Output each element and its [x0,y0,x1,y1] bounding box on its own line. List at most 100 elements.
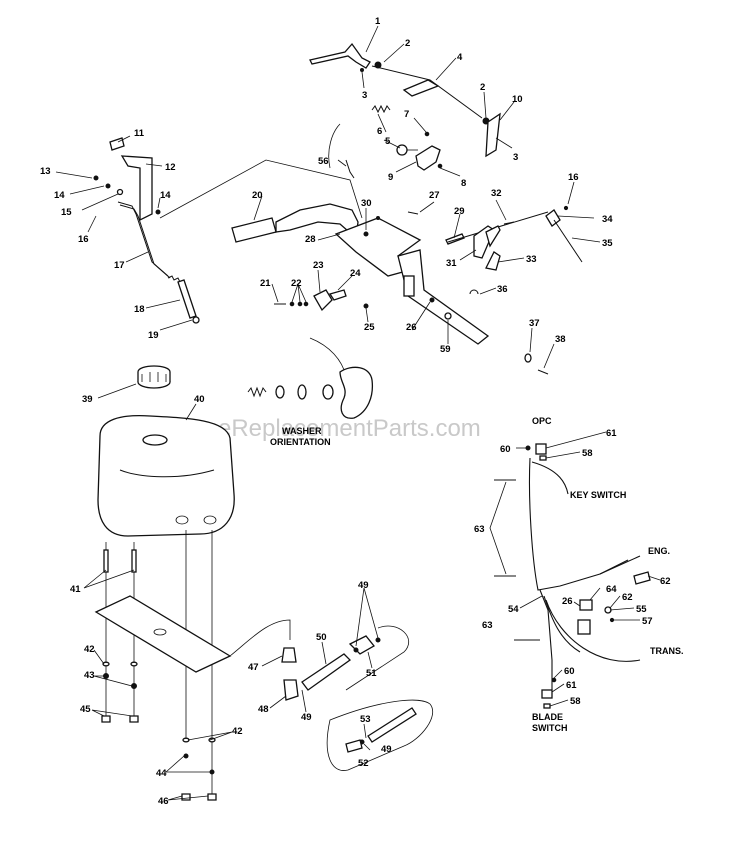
lever-plate-part-4 [402,79,440,97]
trans-label: TRANS. [650,646,684,656]
tank-neck [142,434,168,446]
callout-26: 26 [562,596,573,607]
callout-24: 24 [350,268,361,279]
cable-part-56 [328,123,341,169]
callout-16: 16 [78,234,89,245]
rod-part-35 [553,219,583,263]
callout-62: 62 [660,576,671,587]
nut-part-19 [192,316,200,324]
callout-64: 64 [606,584,617,595]
washer-part-15 [116,188,124,196]
filter-part-51 [348,635,375,655]
stud-part-41a [103,549,109,573]
bracket-part-9 [415,145,441,171]
nut-part-43a [103,673,109,679]
detail-washer-1 [275,385,285,399]
knob-part-23 [313,289,333,312]
callout-21: 21 [260,278,271,289]
callout-59: 59 [440,344,451,355]
harness-main [528,457,641,591]
callout-63: 63 [482,620,493,631]
rod-part-17-edge [119,204,171,279]
rod-end-part-18 [177,279,197,319]
detail-spring [247,386,267,398]
stud-part-41b [131,549,137,573]
key-switch-label: KEY SWITCH [570,490,626,500]
screw-part-27 [407,211,419,215]
callout-10: 10 [512,94,523,105]
callout-3: 3 [362,90,367,101]
left-pedal-assembly [93,137,200,324]
cable-end-part-56 [345,159,355,179]
bolt-part-46b [207,793,217,801]
callout-51: 51 [366,668,377,679]
harness-mid [543,595,581,653]
nut-part-14 [105,183,111,189]
callout-46: 46 [158,796,169,807]
tank-contour [119,469,215,478]
callout-2: 2 [480,82,485,93]
blade-switch-part-61 [541,689,553,699]
callout-60: 60 [500,444,511,455]
screw-part-7 [424,131,430,137]
washer-part-22c [303,301,309,307]
callout-41: 41 [70,584,81,595]
harness-blade-branch [539,589,553,690]
pin-part-3 [360,68,364,72]
spring-part-18 [167,275,181,283]
callout-30: 30 [361,198,372,209]
bolt-part-46a [181,793,191,801]
nut-part-45a [101,715,111,723]
detail-knob [339,366,374,419]
washer-part-22b [297,301,303,307]
tank-foot-2 [203,515,217,525]
callout-57: 57 [642,616,653,627]
callout-44: 44 [156,768,167,779]
callout-26: 26 [406,322,417,333]
fuel-tank-part-40 [97,414,235,537]
wiring-harness: OPC KEY SWITCH ENG. TRANS. BLADE SWITCH [489,416,684,733]
callout-27: 27 [429,190,440,201]
leader-lines [55,25,661,801]
callout-16: 16 [568,172,579,183]
washer-part-37 [524,353,532,363]
connector-part-58 [539,455,547,461]
callout-20: 20 [252,190,263,201]
callout-7: 7 [404,109,409,120]
relay-part-64 [579,599,593,611]
callout-14: 14 [160,190,171,201]
pedal-arm-part-12 [120,155,153,222]
screw-part-32 [503,221,515,225]
fuel-line-route [229,619,291,657]
screw-part-60b [551,677,557,683]
fuel-line-part-50 [301,653,352,691]
mount-plate-hole [153,628,167,636]
washer-part-59 [444,312,452,320]
callout-61: 61 [566,680,577,691]
callout-53: 53 [360,714,371,725]
callout-12: 12 [165,162,176,173]
callout-17: 17 [114,260,125,271]
bolt-hole [376,216,380,220]
callout-15: 15 [61,207,72,218]
callout-55: 55 [636,604,647,615]
fuel-cap-ridges [141,372,167,382]
nut-part-45b [129,715,139,723]
callout-6: 6 [377,126,382,137]
washer-part-44b [209,769,215,775]
callout-49: 49 [301,712,312,723]
detail-washer-2 [297,384,307,400]
callout-34: 34 [602,214,613,225]
callout-49: 49 [381,744,392,755]
callout-5: 5 [385,136,391,147]
callout-54: 54 [508,604,519,615]
bracket-part-34 [545,209,561,227]
harness-key-branch [531,461,569,495]
callout-4: 4 [457,52,463,63]
callout-37: 37 [529,318,540,329]
callout-1: 1 [375,16,381,27]
nut-part-26 [429,297,435,303]
callout-56: 56 [318,156,329,167]
clip-part-36 [469,289,479,295]
callout-49: 49 [358,580,369,591]
